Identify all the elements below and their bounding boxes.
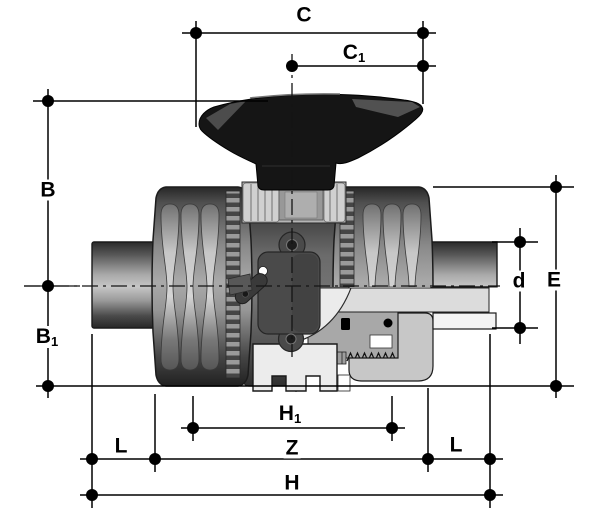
- dim-label-c: C: [294, 3, 314, 27]
- right-pipe-end: [430, 241, 498, 288]
- left-pipe-end: [91, 241, 161, 329]
- dim-label-h1-main: H: [278, 402, 294, 425]
- handle-left-facet: [206, 101, 246, 130]
- dim-label-h1-sub: 1: [293, 411, 302, 426]
- pipe-wall-section: [432, 312, 497, 330]
- mounting-plate: [227, 231, 321, 353]
- dim-label-h: H: [282, 471, 302, 495]
- dim-label-l-left: L: [112, 434, 130, 458]
- dim-label-h1: H1: [276, 402, 304, 426]
- right-union-nut: [332, 186, 434, 287]
- o-ring-seal: [383, 318, 393, 328]
- handle-right-facet: [352, 99, 420, 117]
- plate-tab: [227, 273, 253, 296]
- dim-label-b: B: [38, 178, 58, 202]
- dim-label-c1-sub: 1: [357, 50, 366, 65]
- dim-label-e: E: [544, 268, 564, 292]
- dim-label-c1-main: C: [342, 41, 358, 64]
- dim-label-z: Z: [283, 436, 301, 460]
- o-ring-seal: [341, 318, 350, 330]
- dim-label-l-right: L: [447, 433, 465, 457]
- dimension-endpoints: [42, 27, 562, 501]
- valve-handle: [198, 93, 424, 191]
- plate-hole-bottom: [285, 333, 297, 345]
- dim-label-c1: C1: [340, 41, 368, 65]
- dim-label-b1-sub: 1: [50, 334, 59, 349]
- dim-label-d: d: [510, 269, 528, 293]
- base-foot: [252, 343, 338, 392]
- dim-label-b1: B1: [33, 325, 61, 349]
- dim-label-b1-main: B: [35, 325, 51, 348]
